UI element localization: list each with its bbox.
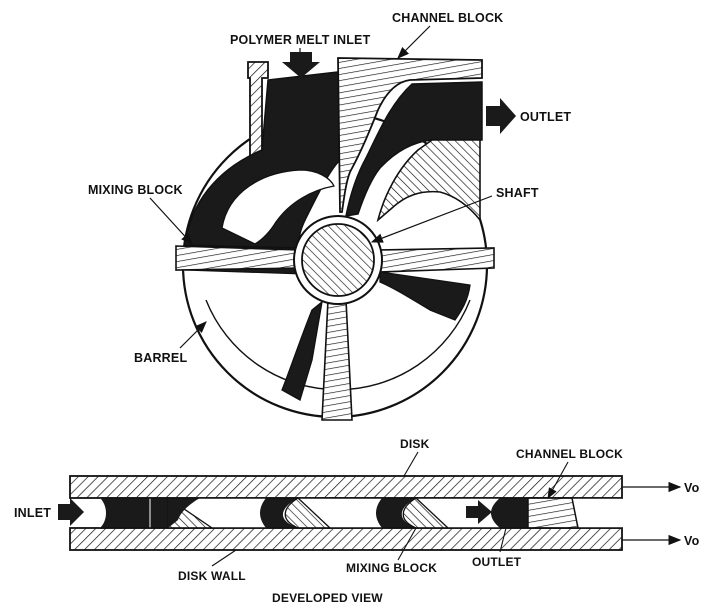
disk-bottom xyxy=(69,527,623,551)
leader-channel-block-bottom xyxy=(547,461,569,499)
leader-disk-wall xyxy=(211,549,237,567)
cross-section: POLYMER MELT INLET CHANNEL BLOCK OUTLET … xyxy=(88,11,571,421)
dev-outlet-melt xyxy=(491,498,528,528)
outlet-channel xyxy=(345,81,483,217)
label-channel-block-top: CHANNEL BLOCK xyxy=(392,11,503,25)
dev-melt-2 xyxy=(260,498,298,528)
leader-channel-block-top xyxy=(397,25,431,59)
mixing-blade-left xyxy=(175,245,301,271)
channel-block xyxy=(337,57,483,213)
dev-melt-1 xyxy=(168,498,200,528)
leader-shaft xyxy=(370,195,493,243)
label-mixing-block-bottom: MIXING BLOCK xyxy=(346,561,437,575)
dev-melt-3 xyxy=(376,498,416,528)
label-outlet-top: OUTLET xyxy=(520,110,571,124)
label-outlet-bottom: OUTLET xyxy=(472,555,522,569)
label-shaft: SHAFT xyxy=(496,186,539,200)
inlet-down-arrow xyxy=(282,52,320,78)
label-inlet: INLET xyxy=(14,506,51,520)
label-disk-wall: DISK WALL xyxy=(178,569,246,583)
leader-mixing-block-top xyxy=(149,197,193,245)
melt-swirl xyxy=(221,169,335,245)
label-barrel: BARREL xyxy=(134,351,187,365)
dev-outlet-arrow xyxy=(466,500,492,524)
leader-outlet-bottom xyxy=(499,527,507,553)
mixing-blade-right xyxy=(377,247,495,273)
dev-channel-block xyxy=(527,497,579,529)
label-channel-block-bottom: CHANNEL BLOCK xyxy=(516,447,623,461)
outlet-arrow-top xyxy=(486,98,516,134)
label-vo-bottom: Vo xyxy=(684,534,700,548)
label-polymer-melt-inlet: POLYMER MELT INLET xyxy=(230,33,371,47)
label-disk: DISK xyxy=(400,437,430,451)
dev-inlet-arrow xyxy=(58,498,84,526)
mixing-blade-bottom xyxy=(321,299,353,421)
shaft-inner xyxy=(301,223,375,297)
label-developed-view: DEVELOPED VIEW xyxy=(272,591,383,605)
leader-disk xyxy=(403,451,419,477)
label-vo-top: Vo xyxy=(684,481,700,495)
leader-mixing-block-bottom xyxy=(397,527,417,561)
developed-view: DISK CHANNEL BLOCK INLET Vo Vo DISK WALL… xyxy=(14,437,700,605)
melt-bottom-region xyxy=(281,300,323,401)
dev-melt-entry xyxy=(100,498,168,528)
leader-barrel xyxy=(179,321,207,349)
label-mixing-block-top: MIXING BLOCK xyxy=(88,183,183,197)
disk-top xyxy=(69,475,623,499)
melt-right-region xyxy=(379,271,471,321)
